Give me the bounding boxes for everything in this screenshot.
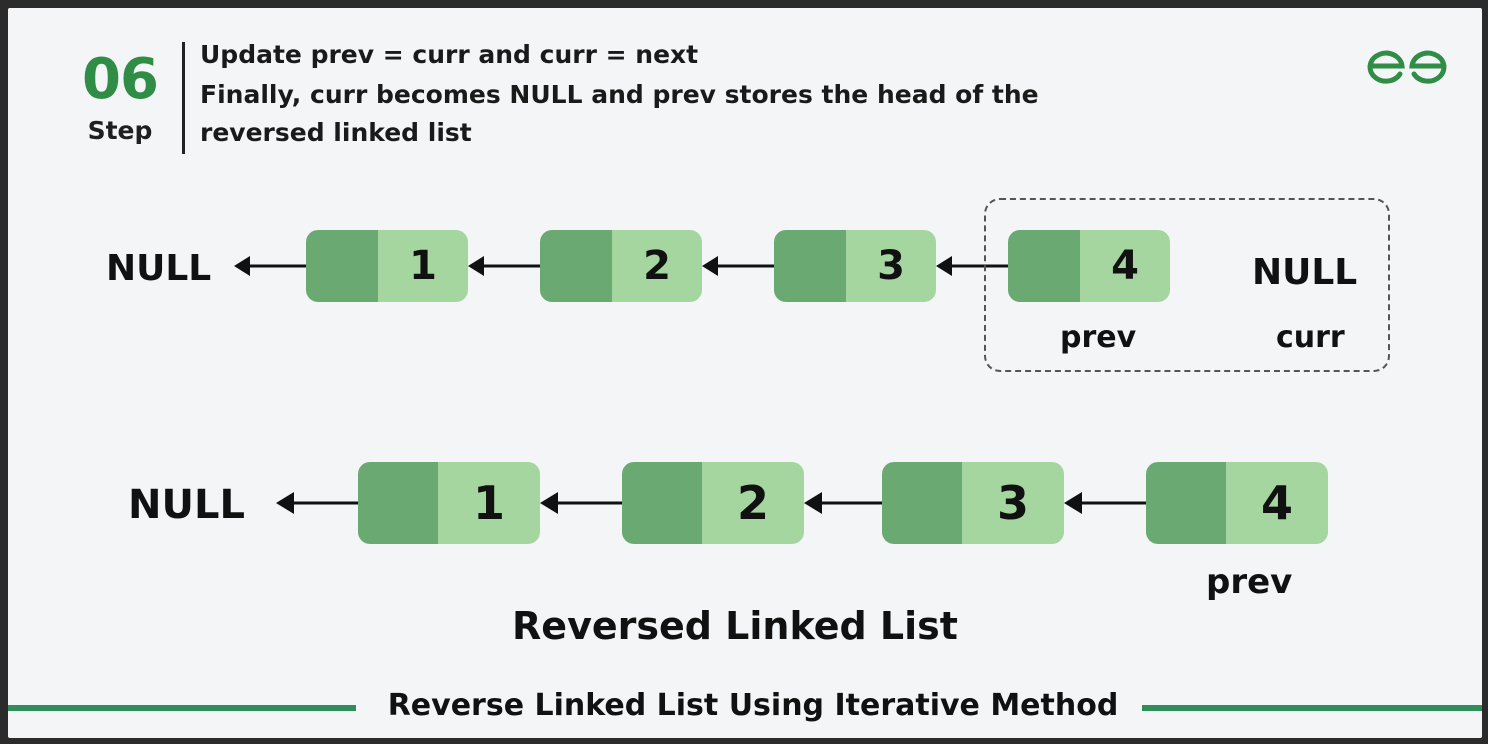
top-curr-label: curr	[1276, 320, 1345, 355]
top-node-1-value: 1	[378, 230, 468, 302]
footer-rule-right	[1142, 705, 1482, 711]
top-node-3-pointer	[774, 230, 846, 302]
footer-title: Reverse Linked List Using Iterative Meth…	[387, 688, 1119, 723]
gfg-logo-icon	[1366, 46, 1448, 90]
bottom-node-4-value: 4	[1226, 462, 1328, 544]
bottom-node-1-pointer	[358, 462, 438, 544]
top-node-1: 1	[306, 230, 468, 302]
top-node-2: 2	[540, 230, 702, 302]
step-description-line-3: reversed linked list	[200, 118, 472, 147]
top-arrow-3-to-2	[702, 256, 774, 276]
bottom-node-3-pointer	[882, 462, 962, 544]
top-node-3: 3	[774, 230, 936, 302]
step-number: 06	[82, 47, 159, 112]
top-node-3-value: 3	[846, 230, 936, 302]
top-node-2-value: 2	[612, 230, 702, 302]
top-null-right-label: NULL	[1252, 252, 1358, 293]
top-node-4-pointer	[1008, 230, 1080, 302]
bottom-node-2: 2	[622, 462, 804, 544]
top-node-4-value: 4	[1080, 230, 1170, 302]
bottom-prev-label: prev	[1206, 562, 1293, 602]
bottom-node-1: 1	[358, 462, 540, 544]
top-arrow-4-to-3	[936, 256, 1008, 276]
top-arrow-2-to-1	[468, 256, 540, 276]
bottom-node-4: 4	[1146, 462, 1328, 544]
bottom-node-1-value: 1	[438, 462, 540, 544]
bottom-arrow-3-to-2	[804, 492, 882, 514]
bottom-null-label: NULL	[128, 482, 245, 528]
top-arrow-1-to-null	[234, 256, 310, 276]
reversed-list-caption: Reversed Linked List	[512, 604, 958, 648]
bottom-node-2-value: 2	[702, 462, 804, 544]
top-node-1-pointer	[306, 230, 378, 302]
bottom-node-4-pointer	[1146, 462, 1226, 544]
bottom-node-2-pointer	[622, 462, 702, 544]
bottom-node-3: 3	[882, 462, 1064, 544]
diagram-canvas: 06 Step Update prev = curr and curr = ne…	[8, 8, 1482, 738]
prev-curr-highlight-box	[984, 198, 1390, 372]
bottom-arrow-2-to-1	[540, 492, 622, 514]
top-node-2-pointer	[540, 230, 612, 302]
header-divider	[182, 42, 185, 154]
top-prev-label: prev	[1060, 320, 1137, 355]
top-node-4: 4	[1008, 230, 1170, 302]
step-description-line-2: Finally, curr becomes NULL and prev stor…	[200, 80, 1039, 109]
bottom-arrow-4-to-3	[1064, 492, 1146, 514]
bottom-node-3-value: 3	[962, 462, 1064, 544]
top-null-left-label: NULL	[106, 248, 212, 289]
step-description-line-1: Update prev = curr and curr = next	[200, 40, 699, 69]
footer-rule-left	[8, 705, 356, 711]
step-label: Step	[87, 116, 153, 145]
bottom-arrow-1-to-null	[276, 492, 358, 514]
